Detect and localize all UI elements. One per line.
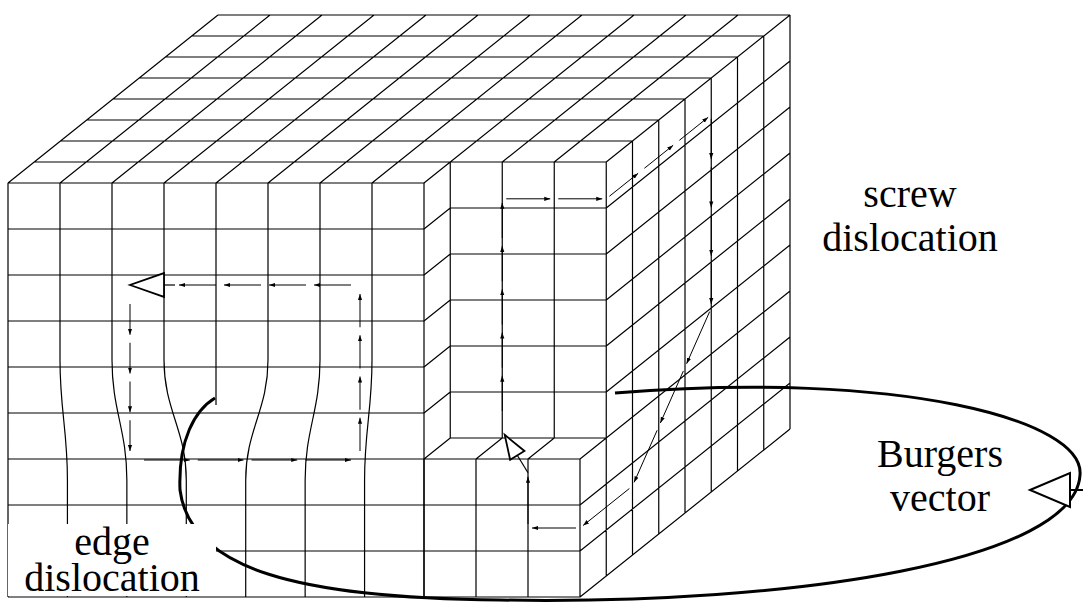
edge-circuit-arrow [198,460,244,461]
screw-circuit-arrow [532,528,576,529]
burgers-loop [180,387,1080,600]
edge-circuit-arrow [269,285,306,286]
edge-circuit-arrow [130,343,131,374]
edge-circuit-arrow [360,294,361,327]
screw-circuit-arrow [679,117,708,140]
screw-circuit-arrow [609,173,638,196]
screw-circuit-arrow [583,489,629,526]
vector-label: Burgers vector [830,432,1050,520]
edge-circuit-arrow [179,285,216,286]
screw-circuit-arrow [711,264,712,304]
screw-circuit-arrow [502,289,503,324]
lattice-grid [8,15,790,597]
screw-circuit-arrow [711,167,712,207]
screw-circuit-arrow [506,198,550,199]
screw-circuit-arrow [502,203,503,238]
edge-circuit-arrow [224,285,261,286]
edge-circuit-arrow [144,460,190,461]
edge-circuit-arrow [360,335,361,368]
screw-circuit-arrow [558,198,602,199]
burgers-closure-head [130,273,164,297]
edge-circuit-arrow [130,382,131,413]
edge-circuit-arrow [130,304,131,335]
edge-circuit-arrow [360,418,361,451]
burgers-closure-head [498,431,525,460]
screw-circuit-arrow [711,119,712,159]
edge-circuit-arrow [305,460,351,461]
edge-circuit-arrow [130,420,131,451]
edge-dislocation-columns [8,183,424,597]
screw-circuit-arrow [687,312,710,364]
edge-circuit-arrow [252,460,298,461]
screw-circuit-arrow [502,333,503,368]
screw-circuit-arrow [634,430,657,482]
dislocation-label: screw dislocation [800,172,1020,260]
screw-circuit-arrow [502,246,503,281]
edge-circuit-arrow [314,285,351,286]
screw-circuit-arrow [528,477,529,524]
edge-circuit-arrow [360,377,361,410]
screw-circuit-arrow [644,145,673,168]
burgers-vector-head [1030,473,1070,507]
screw-circuit-arrow [711,215,712,255]
dislocation-label: edge dislocation [8,524,216,596]
screw-circuit-arrow [502,376,503,411]
burgers-vector-tail [1070,489,1083,491]
screw-circuit-arrow [660,371,683,423]
